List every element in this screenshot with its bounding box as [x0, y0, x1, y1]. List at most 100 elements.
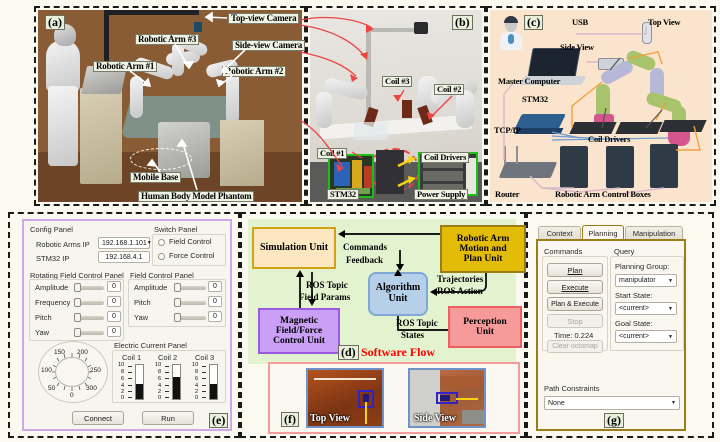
fc-amplitude-slider[interactable] — [174, 283, 206, 292]
dial-tick-150: 150 — [54, 349, 65, 356]
fc-yaw-value[interactable]: 0 — [208, 311, 222, 322]
current-panel-title: Electric Current Panel — [114, 341, 187, 350]
chevron-down-icon: ▼ — [146, 240, 152, 246]
software-flow-title: Software Flow — [361, 345, 436, 359]
rf-yaw-slider[interactable] — [74, 328, 104, 337]
label-robotic-arm-3: Robotic Arm #3 — [135, 34, 200, 46]
stop-button: Stop — [547, 314, 603, 328]
panel-e-frame — [8, 212, 240, 438]
coil-1-scale-0: 0 — [121, 395, 125, 401]
label-coil-drivers-c: Coil Drivers — [588, 134, 631, 144]
path-constraints-combo[interactable]: None ▼ — [544, 396, 680, 410]
coil-2-scale-8: 8 — [158, 369, 162, 375]
rf-frequency-slider[interactable] — [74, 298, 104, 307]
label-coil-drivers: Coil Drivers — [421, 152, 470, 163]
plan-and-execute-button[interactable]: Plan & Execute — [547, 297, 603, 311]
label-top-view-camera: Top-view Camera — [228, 13, 300, 25]
stm32-ip-input[interactable]: 192.168.4.1 — [98, 251, 150, 263]
side-view-caption: Side View — [414, 413, 456, 424]
fc-pitch-slider[interactable] — [174, 298, 206, 307]
planning-group-combo[interactable]: manipulator ▼ — [615, 274, 677, 287]
magnetic-field-force-control-unit-label: Magnetic Field/Force Control Unit — [273, 315, 325, 347]
simulation-unit-label: Simulation Unit — [259, 241, 329, 253]
coil-2-gauge: 10 8 6 4 2 0 — [155, 362, 181, 401]
rf-pitch-slider[interactable] — [74, 313, 104, 322]
perception-unit-label: Perception Unit — [463, 316, 507, 337]
query-group — [610, 256, 684, 351]
field-control-radio[interactable] — [158, 239, 165, 246]
robotic-arms-ip-combo[interactable]: 192.168.1.101 ▼ — [98, 237, 152, 249]
rotation-dial[interactable]: 150 200 100 250 50 300 0 — [32, 341, 114, 403]
chevron-down-icon: ▼ — [671, 400, 676, 406]
path-constraints-label: Path Constraints — [544, 384, 600, 393]
coil-1-gauge: 10 8 6 4 2 0 — [118, 362, 144, 401]
fc-yaw-label: Yaw — [134, 313, 149, 322]
coil-2-scale-0: 0 — [158, 395, 162, 401]
planning-group-label: Planning Group: — [615, 262, 670, 271]
execute-button-label: Execute — [561, 282, 589, 292]
label-router: Router — [495, 189, 520, 199]
dial-tick-50: 50 — [48, 385, 56, 392]
coil-2-scale-4: 4 — [158, 383, 162, 389]
switch-panel-group — [152, 234, 226, 266]
fc-amplitude-label: Amplitude — [134, 283, 168, 292]
goal-state-combo[interactable]: <current> ▼ — [615, 330, 677, 343]
rf-pitch-label: Pitch — [35, 313, 52, 322]
execute-button[interactable]: Execute — [547, 280, 603, 294]
tab-planning[interactable]: Planning — [582, 225, 624, 240]
coil-1-scale-10: 10 — [118, 362, 125, 368]
goal-state-label: Goal State: — [615, 319, 653, 328]
edge-feedback: Feedback — [346, 255, 383, 265]
coil-3-scale-10: 10 — [192, 362, 199, 368]
rf-frequency-label: Frequency — [35, 298, 71, 307]
rotating-field-group — [29, 279, 124, 341]
coil-1-label: Coil 1 — [122, 353, 142, 362]
label-mobile-base: Mobile Base — [130, 172, 182, 184]
dial-tick-100: 100 — [41, 367, 52, 374]
run-button[interactable]: Run — [142, 411, 194, 425]
coil-3-scale-0: 0 — [195, 395, 199, 401]
fc-pitch-value[interactable]: 0 — [208, 296, 222, 307]
rf-amplitude-value[interactable]: 0 — [107, 281, 121, 292]
coil-1-scale-4: 4 — [121, 383, 125, 389]
rf-frequency-value[interactable]: 0 — [107, 296, 121, 307]
tab-manipulation[interactable]: Manipulation — [625, 226, 683, 240]
top-view-caption: Top View — [310, 413, 350, 424]
label-top-view-c: Top View — [648, 17, 681, 27]
coil-2-scale-2: 2 — [158, 389, 162, 395]
connect-button[interactable]: Connect — [72, 411, 124, 425]
start-state-combo[interactable]: <current> ▼ — [615, 302, 677, 315]
robotic-arms-ip-value: 192.168.1.101 — [102, 239, 147, 247]
plan-button-label: Plan — [567, 265, 583, 275]
rf-yaw-value[interactable]: 0 — [107, 326, 121, 337]
query-title: Query — [614, 247, 635, 256]
plan-button[interactable]: Plan — [547, 263, 603, 277]
panel-e-gui: Config Panel Robotic Arms IP 192.168.1.1… — [22, 219, 232, 431]
coil-1-scale-6: 6 — [121, 376, 125, 382]
panel-b-frame — [306, 6, 486, 206]
label-master-computer: Master Computer — [498, 76, 561, 86]
fc-yaw-slider[interactable] — [174, 313, 206, 322]
tab-context[interactable]: Context — [538, 226, 581, 240]
config-panel-title: Config Panel — [30, 225, 73, 234]
rf-yaw-label: Yaw — [35, 328, 50, 337]
panel-f-id: (f) — [281, 412, 299, 427]
rf-amplitude-slider[interactable] — [74, 283, 104, 292]
force-control-radio[interactable] — [158, 253, 165, 260]
commands-title: Commands — [544, 247, 583, 256]
dial-tick-0: 0 — [70, 392, 74, 399]
panel-c-diagram — [490, 10, 712, 202]
dial-tick-200: 200 — [77, 349, 88, 356]
chevron-down-icon: ▼ — [668, 305, 673, 312]
rf-pitch-value[interactable]: 0 — [107, 311, 121, 322]
label-usb: USB — [572, 17, 588, 27]
flow-box-magnetic-field-force-control-unit: Magnetic Field/Force Control Unit — [258, 308, 340, 354]
coil-3-scale-8: 8 — [195, 369, 199, 375]
plan-time-text: Time: 0.224 — [554, 331, 594, 340]
clear-octomap-button: Clear octomap — [547, 340, 603, 353]
top-view-image — [306, 368, 384, 428]
label-side-view-camera: Side-view Camera — [232, 40, 306, 52]
fc-amplitude-value[interactable]: 0 — [208, 281, 222, 292]
label-robotic-arm-1: Robotic Arm #1 — [93, 61, 158, 73]
edge-field-params: Field Params — [299, 292, 351, 302]
